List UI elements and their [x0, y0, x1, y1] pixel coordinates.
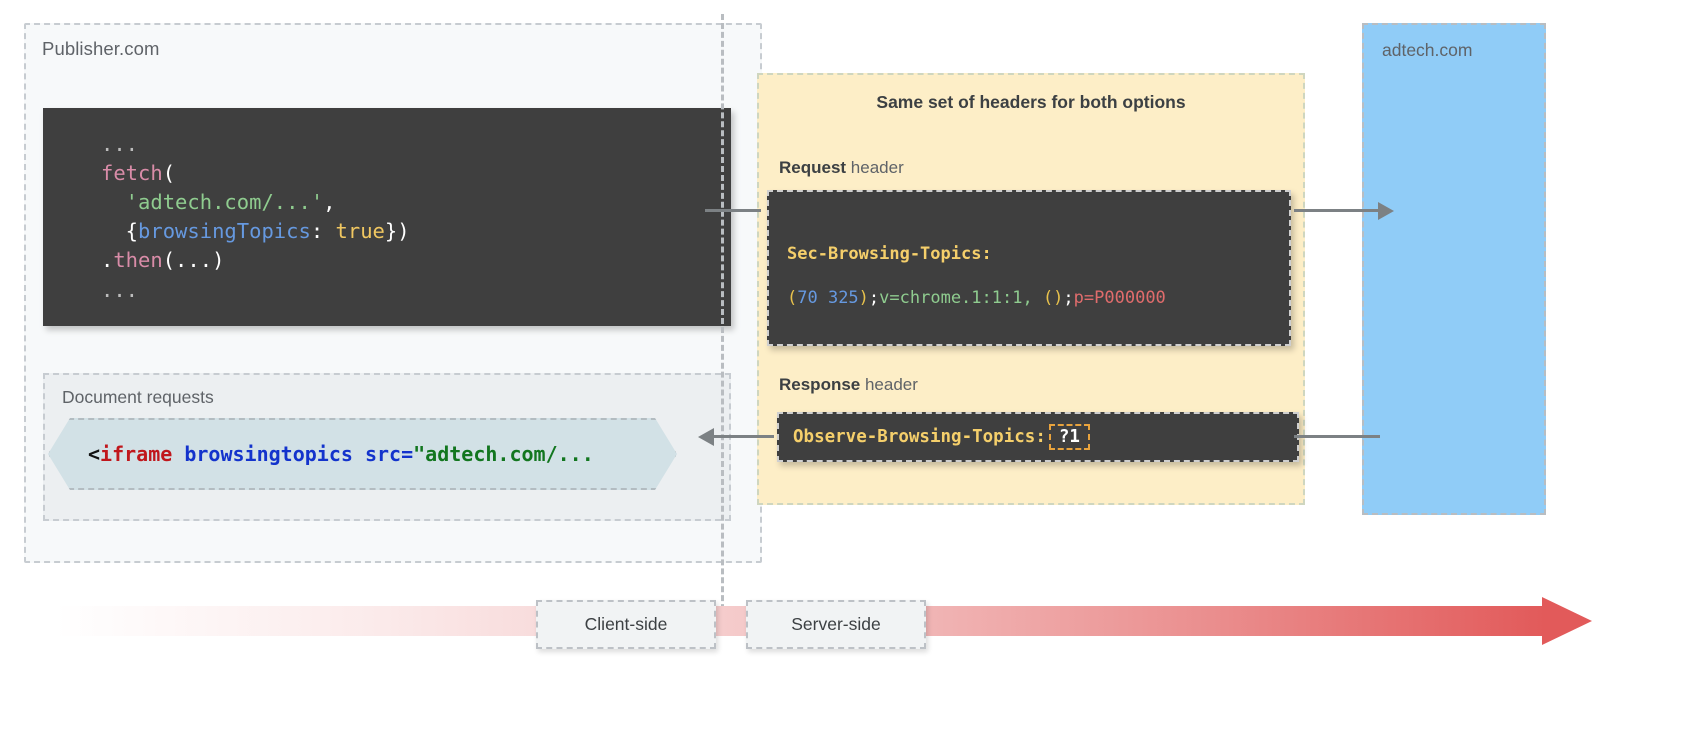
- response-header-label: Response header: [779, 375, 918, 395]
- observe-header-value: ?1: [1048, 423, 1090, 451]
- request-header-code-block: Sec-Browsing-Topics: (70 325);v=chrome.1…: [767, 190, 1291, 346]
- arrow-headers-to-publisher-line: [714, 435, 774, 438]
- request-header-label-strong: Request: [779, 158, 847, 177]
- code-token: ...: [101, 277, 139, 302]
- iframe-code-text: <iframe browsingtopics src="adtech.com/.…: [50, 442, 594, 466]
- code-token: {: [101, 219, 139, 244]
- response-header-code-block: Observe-Browsing-Topics:?1: [777, 412, 1299, 462]
- arrow-headers-to-publisher-head-icon: [698, 428, 714, 446]
- code-token: 'adtech.com/...': [101, 190, 324, 215]
- publisher-label: Publisher.com: [42, 38, 160, 59]
- code-token: ,: [323, 190, 336, 215]
- code-token: v=chrome.1:1:1,: [879, 288, 1043, 309]
- arrow-publisher-to-headers: [705, 209, 761, 212]
- code-token: :: [310, 219, 336, 244]
- code-token: then: [113, 248, 163, 273]
- adtech-panel: [1362, 23, 1546, 515]
- code-token: browsingtopics: [184, 442, 353, 466]
- code-token: 70 325: [797, 288, 859, 309]
- code-token: ): [858, 288, 869, 309]
- iframe-snippet-hexagon: <iframe browsingtopics src="adtech.com/.…: [48, 418, 677, 490]
- code-token: "adtech.com/...: [413, 442, 594, 466]
- arrow-headers-to-adtech-line: [1294, 209, 1380, 212]
- arrow-adtech-to-headers-line: [1294, 435, 1380, 438]
- code-token: ;: [868, 288, 880, 309]
- fetch-code-block: ... fetch( 'adtech.com/...', {browsingTo…: [43, 108, 731, 326]
- code-token: .: [101, 248, 114, 273]
- code-token: p=P000000: [1073, 288, 1166, 309]
- request-header-code-text: Sec-Browsing-Topics: (70 325);v=chrome.1…: [769, 192, 1289, 320]
- code-token: true: [335, 219, 385, 244]
- arrow-headers-to-adtech-head-icon: [1378, 202, 1394, 220]
- code-token: (...): [162, 248, 225, 273]
- code-token: [353, 442, 365, 466]
- document-requests-label: Document requests: [62, 387, 214, 407]
- observe-header-key: Observe-Browsing-Topics:: [793, 426, 1046, 447]
- sec-browsing-topics-key: Sec-Browsing-Topics:: [787, 244, 992, 264]
- request-header-label: Request header: [779, 158, 904, 178]
- code-token: ...: [101, 132, 139, 156]
- code-token: iframe: [100, 442, 173, 466]
- adtech-label: adtech.com: [1382, 40, 1473, 60]
- response-header-code-text: Observe-Browsing-Topics:?1: [779, 423, 1090, 451]
- code-token: }): [384, 219, 410, 244]
- code-token: (: [787, 288, 798, 309]
- request-header-label-rest: header: [846, 158, 904, 177]
- chip-client-side: Client-side: [536, 600, 716, 649]
- code-token: browsingTopics: [138, 219, 311, 244]
- response-header-label-strong: Response: [779, 375, 861, 394]
- chip-server-side: Server-side: [746, 600, 926, 649]
- code-token: ;: [1063, 288, 1074, 309]
- client-server-divider: [721, 14, 724, 628]
- timeline-arrowhead-icon: [1542, 597, 1592, 645]
- response-header-label-rest: header: [860, 375, 918, 394]
- fetch-code-text: ... fetch( 'adtech.com/...', {browsingTo…: [43, 108, 731, 305]
- client-server-timeline: Client-side Server-side: [56, 597, 1606, 649]
- code-token: <: [88, 442, 101, 466]
- headers-panel-title: Same set of headers for both options: [876, 92, 1186, 112]
- code-token: (): [1042, 288, 1064, 309]
- code-token: src=: [364, 442, 414, 466]
- code-token: fetch: [101, 161, 163, 186]
- code-token: [172, 442, 184, 466]
- code-token: (: [162, 161, 176, 186]
